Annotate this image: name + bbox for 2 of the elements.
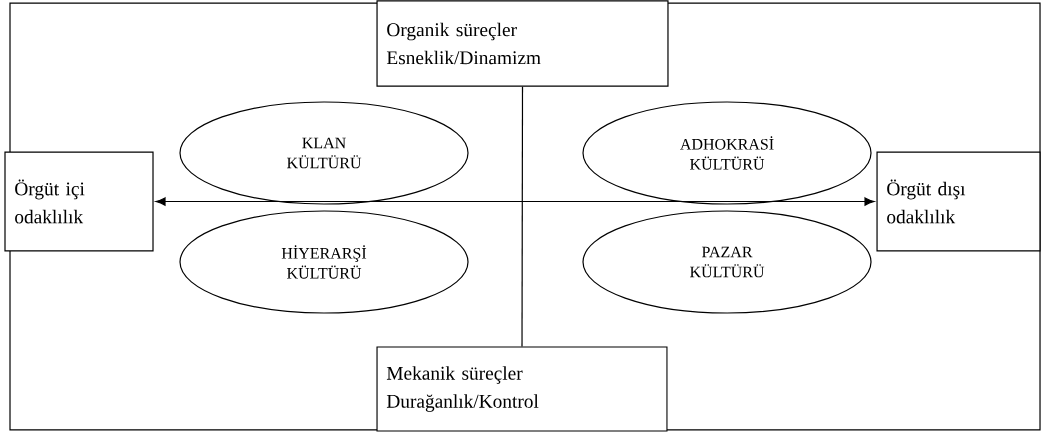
axis-line <box>521 86 524 347</box>
double-arrow <box>155 197 875 206</box>
